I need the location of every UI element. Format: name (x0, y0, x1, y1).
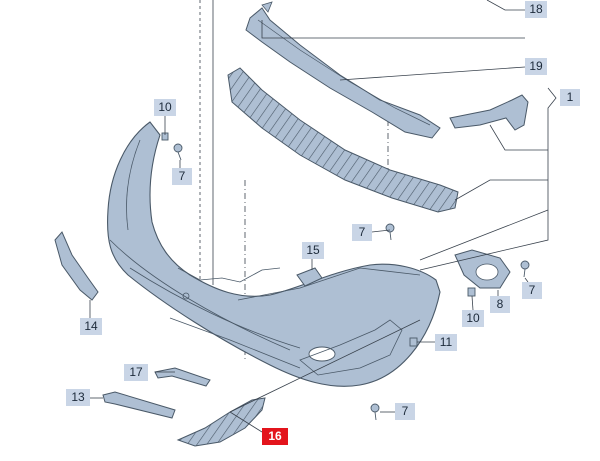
screw-parts (161, 132, 530, 421)
callout-16-highlighted[interactable]: 16 (262, 428, 288, 445)
callout-13[interactable]: 13 (66, 389, 90, 406)
side-trim-part (54, 231, 99, 301)
bumper-cover-part (107, 121, 441, 387)
moulding-parts (102, 367, 211, 419)
callout-7[interactable]: 7 (522, 282, 542, 299)
callout-10[interactable]: 10 (154, 99, 176, 116)
callout-14[interactable]: 14 (80, 318, 102, 335)
callout-7[interactable]: 7 (352, 224, 372, 241)
grille-part (176, 397, 266, 447)
fog-frame-part (454, 249, 511, 289)
callout-7[interactable]: 7 (172, 168, 192, 185)
callout-1[interactable]: 1 (560, 89, 580, 106)
callout-17[interactable]: 17 (124, 364, 148, 381)
upper-bracket-part (245, 1, 441, 139)
callout-10[interactable]: 10 (462, 310, 484, 327)
callout-15[interactable]: 15 (302, 242, 324, 259)
reference-lines (199, 0, 389, 360)
callout-7[interactable]: 7 (395, 403, 415, 420)
callout-8[interactable]: 8 (490, 296, 510, 313)
cover-plate-part (296, 267, 323, 287)
callout-19[interactable]: 19 (525, 58, 547, 75)
callout-18[interactable]: 18 (525, 1, 547, 18)
callout-11[interactable]: 11 (435, 334, 457, 351)
side-bracket-part (449, 94, 529, 131)
leader-lines (89, 0, 557, 433)
absorber-part (227, 67, 459, 213)
